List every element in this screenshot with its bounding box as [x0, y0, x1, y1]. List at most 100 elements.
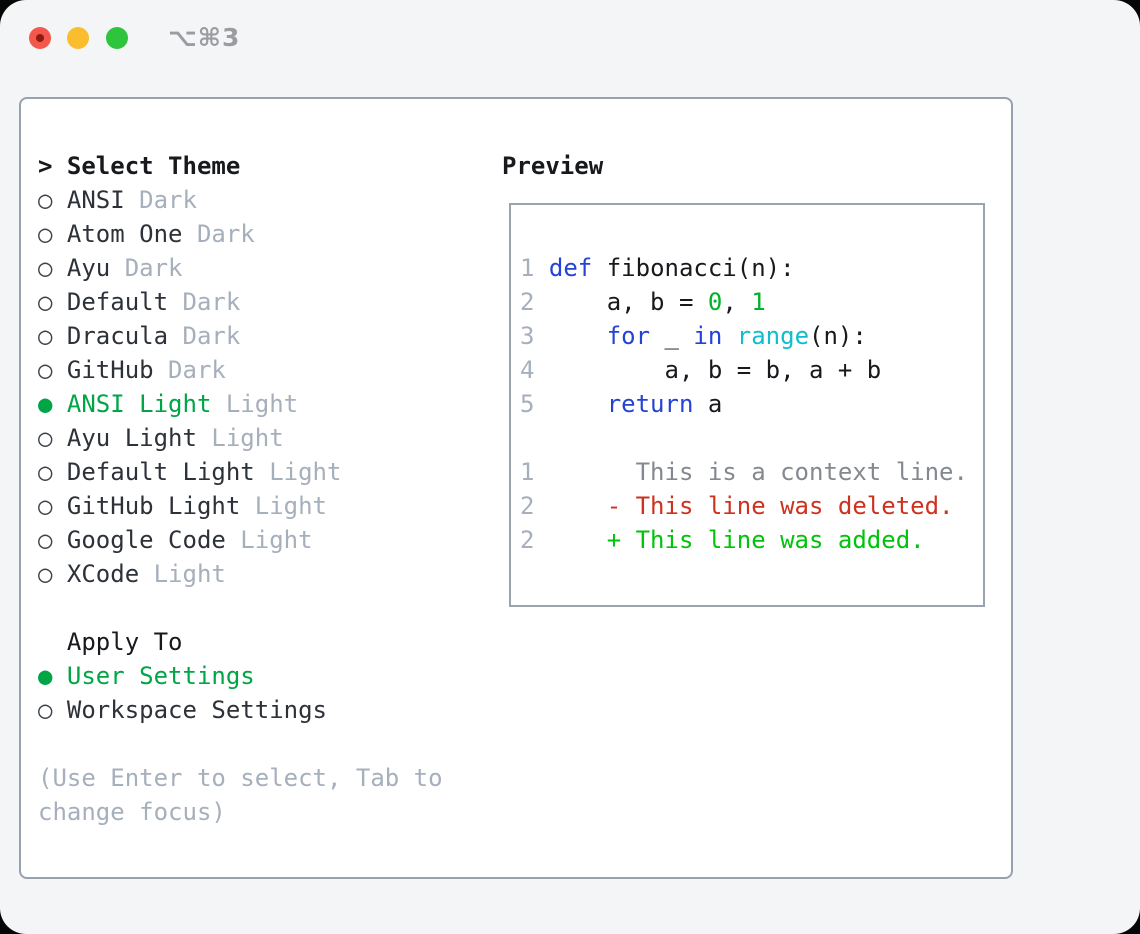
code-line: 5 return a: [520, 387, 968, 421]
code-token-keyword: return: [606, 390, 694, 418]
radio-unselected-icon: ○: [38, 220, 53, 248]
theme-option-name: ANSI: [52, 186, 125, 214]
theme-option-name: GitHub Light: [52, 492, 241, 520]
code-token-builtin: range: [736, 322, 810, 350]
line-number: 4: [520, 356, 549, 384]
line-number: 2: [520, 492, 549, 520]
radio-unselected-icon: ○: [38, 696, 53, 724]
theme-option-variant: Dark: [124, 186, 197, 214]
code-token-fg: a, b = b, a + b: [548, 356, 882, 384]
theme-option-github-light[interactable]: ○ GitHub Light Light: [38, 489, 443, 523]
code-line: 4 a, b = b, a + b: [520, 353, 968, 387]
spacer-row: [38, 591, 443, 625]
theme-option-ansi-light[interactable]: ● ANSI Light Light: [38, 387, 443, 421]
preview-box: [509, 203, 985, 607]
hint-row-2: change focus): [38, 795, 443, 829]
line-number: 1: [520, 458, 549, 486]
theme-list-title-row: > Select Theme: [38, 149, 443, 183]
code-token-fg: a: [693, 390, 723, 418]
code-token-fg: fibonacci(n):: [592, 254, 795, 282]
code-token-fg: [549, 390, 607, 418]
spacer-row: [38, 727, 443, 761]
line-number: 2: [520, 288, 549, 316]
theme-option-variant: Dark: [168, 288, 241, 316]
theme-option-variant: Light: [254, 458, 342, 486]
radio-unselected-icon: ○: [38, 526, 53, 554]
theme-option-variant: Light: [225, 526, 313, 554]
code-token-keyword: def: [548, 254, 593, 282]
code-token-fg: ,: [722, 288, 752, 316]
theme-option-default[interactable]: ○ Default Dark: [38, 285, 443, 319]
theme-option-variant: Light: [139, 560, 226, 588]
radio-unselected-icon: ○: [38, 322, 53, 350]
hint-row-1: (Use Enter to select, Tab to: [38, 761, 443, 795]
radio-unselected-icon: ○: [38, 492, 53, 520]
theme-option-google-code[interactable]: ○ Google Code Light: [38, 523, 443, 557]
diff-line: 2 - This line was deleted.: [520, 489, 968, 523]
code-line: 3 for _ in range(n):: [520, 319, 968, 353]
apply-option-label: User Settings: [52, 662, 255, 690]
code-token-fg: [722, 322, 736, 350]
theme-option-name: Default Light: [52, 458, 255, 486]
diff-token-deleted: - This line was deleted.: [548, 492, 954, 520]
theme-option-name: GitHub: [52, 356, 154, 384]
line-number: 5: [520, 390, 549, 418]
theme-option-variant: Dark: [168, 322, 241, 350]
theme-option-dracula[interactable]: ○ Dracula Dark: [38, 319, 443, 353]
preview-title: Preview: [502, 152, 604, 180]
apply-to-title-row: Apply To: [38, 625, 443, 659]
prompt-caret-icon: >: [38, 152, 67, 180]
theme-option-github[interactable]: ○ GitHub Dark: [38, 353, 443, 387]
line-number: 1: [520, 254, 549, 282]
theme-option-variant: Dark: [182, 220, 255, 248]
fullscreen-button[interactable]: [106, 27, 128, 49]
code-token-number: 1: [751, 288, 766, 316]
apply-option-user-settings[interactable]: ● User Settings: [38, 659, 443, 693]
radio-unselected-icon: ○: [38, 458, 53, 486]
theme-option-variant: Light: [240, 492, 327, 520]
theme-list-title: Select Theme: [66, 152, 241, 180]
apply-to-title: Apply To: [38, 628, 183, 656]
theme-option-ayu-light[interactable]: ○ Ayu Light Light: [38, 421, 443, 455]
theme-option-name: Ayu Light: [52, 424, 197, 452]
theme-option-variant: Light: [211, 390, 299, 418]
diff-line: 2 + This line was added.: [520, 523, 968, 557]
code-token-fg: _: [650, 322, 694, 350]
theme-option-xcode[interactable]: ○ XCode Light: [38, 557, 443, 591]
theme-option-ayu[interactable]: ○ Ayu Dark: [38, 251, 443, 285]
close-button[interactable]: [29, 27, 51, 49]
theme-option-atom-one[interactable]: ○ Atom One Dark: [38, 217, 443, 251]
spacer-line: [520, 421, 968, 455]
line-number: 3: [520, 322, 549, 350]
theme-option-ansi[interactable]: ○ ANSI Dark: [38, 183, 443, 217]
code-token-fg: [549, 322, 607, 350]
theme-option-variant: Light: [196, 424, 284, 452]
hint-text-line1: (Use Enter to select, Tab to: [38, 764, 443, 792]
theme-selector-column: > Select Theme○ ANSI Dark○ Atom One Dark…: [38, 149, 443, 829]
theme-option-name: XCode: [52, 560, 140, 588]
code-line: 2 a, b = 0, 1: [520, 285, 968, 319]
radio-unselected-icon: ○: [38, 424, 53, 452]
code-token-fg: (n):: [809, 322, 867, 350]
diff-token-context: This is a context line.: [548, 458, 968, 486]
minimize-button[interactable]: [67, 27, 89, 49]
code-token-keyword: for: [606, 322, 651, 350]
apply-option-workspace-settings[interactable]: ○ Workspace Settings: [38, 693, 443, 727]
radio-selected-icon: ●: [38, 662, 53, 690]
theme-option-variant: Dark: [153, 356, 226, 384]
close-dot-icon: [36, 34, 44, 42]
radio-unselected-icon: ○: [38, 254, 53, 282]
theme-option-name: Google Code: [52, 526, 226, 554]
line-number: 2: [520, 526, 549, 554]
code-token-number: 0: [707, 288, 723, 316]
theme-option-name: ANSI Light: [52, 390, 212, 418]
apply-option-label: Workspace Settings: [52, 696, 327, 724]
theme-option-default-light[interactable]: ○ Default Light Light: [38, 455, 443, 489]
theme-option-name: Atom One: [52, 220, 183, 248]
diff-token-added: + This line was added.: [548, 526, 925, 554]
code-token-keyword: in: [693, 322, 723, 350]
window-shortcut-label: ⌥⌘3: [168, 23, 241, 52]
radio-selected-icon: ●: [38, 390, 53, 418]
theme-option-variant: Dark: [110, 254, 183, 282]
